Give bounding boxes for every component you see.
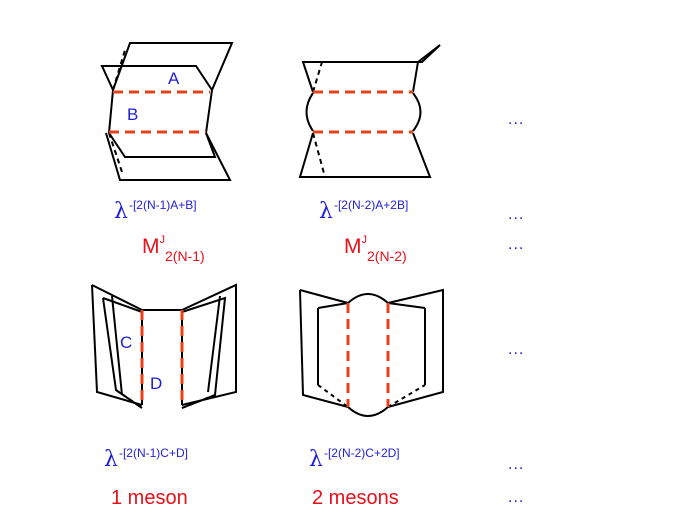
operator-col2: MJ 2(N-2) bbox=[344, 234, 407, 264]
left-sheet-back bbox=[299, 289, 349, 304]
diagram-top-left: A B bbox=[100, 42, 234, 181]
lambda-symbol: λ bbox=[319, 199, 333, 224]
dashed-edge-left bbox=[115, 389, 143, 409]
ellipsis-row1-diagram: ... bbox=[508, 111, 525, 128]
dashed-edge-upper bbox=[312, 61, 323, 93]
right-sheet-back bbox=[387, 288, 444, 408]
operator-base: M bbox=[344, 235, 362, 258]
ellipsis-row2-weight: ... bbox=[508, 456, 525, 473]
mid-right-sheet bbox=[207, 295, 221, 393]
lambda-symbol: λ bbox=[114, 199, 128, 224]
weight-exponent: -[2(N-1)C+D] bbox=[118, 446, 188, 460]
right-bulge bbox=[412, 92, 422, 132]
diagram-top-right bbox=[298, 44, 441, 178]
upper-right-flap bbox=[412, 44, 441, 93]
diagram-bottom-left: C D bbox=[91, 283, 237, 409]
sheet-upper bbox=[322, 44, 441, 63]
ellipsis-row1-operator: ... bbox=[508, 236, 525, 253]
outer-left-sheet bbox=[91, 284, 143, 406]
left-bulge bbox=[305, 92, 314, 132]
dashed-edge-upper bbox=[112, 49, 126, 91]
dashed-edge-left bbox=[317, 384, 349, 408]
weight-exponent: -[2(N-1)A+B] bbox=[128, 198, 197, 212]
operator-base: M bbox=[142, 235, 160, 258]
top-bulge bbox=[347, 293, 389, 304]
ellipsis-row1-weight: ... bbox=[508, 206, 525, 223]
lambda-symbol: λ bbox=[309, 447, 323, 472]
region-label-b: B bbox=[127, 105, 138, 124]
region-label-c: C bbox=[120, 333, 132, 352]
ellipsis-row2-meson: ... bbox=[508, 489, 525, 506]
lower-right-flap bbox=[412, 132, 432, 178]
weight-exponent: -[2(N-2)A+2B] bbox=[333, 198, 409, 212]
left-sheet-outline bbox=[299, 289, 349, 408]
top-flat-right bbox=[387, 302, 426, 309]
upper-left-flap bbox=[301, 61, 322, 93]
outer-right-sheet bbox=[181, 283, 237, 406]
weight-exponent: -[2(N-2)C+2D] bbox=[323, 446, 400, 460]
mid-left-sheet bbox=[111, 295, 123, 396]
ellipsis-row2-diagram: ... bbox=[508, 341, 525, 358]
top-flat-left bbox=[317, 302, 349, 309]
lower-left-flap bbox=[298, 132, 325, 178]
weight-row2-col1: λ-[2(N-1)C+D] bbox=[104, 446, 188, 472]
lambda-symbol: λ bbox=[104, 447, 118, 472]
left-top-edges bbox=[91, 284, 143, 313]
operator-superscript: J bbox=[159, 234, 166, 246]
dashed-edge-lower bbox=[312, 132, 326, 178]
lower-sheet-back bbox=[108, 132, 217, 158]
operator-subscript: 2(N-1) bbox=[165, 248, 205, 264]
region-label-a: A bbox=[168, 69, 180, 88]
weight-row2-col2: λ-[2(N-2)C+2D] bbox=[309, 446, 400, 472]
lower-sheet-front bbox=[105, 132, 232, 181]
meson-label-col1: 1 meson bbox=[111, 487, 188, 509]
meson-label-col2: 2 mesons bbox=[312, 487, 399, 509]
weight-row1-col1: λ-[2(N-1)A+B] bbox=[114, 198, 197, 224]
dashed-edge-lower bbox=[108, 132, 123, 173]
operator-col1: MJ 2(N-1) bbox=[142, 234, 205, 264]
region-label-d: D bbox=[150, 374, 162, 393]
operator-subscript: 2(N-2) bbox=[367, 248, 407, 264]
upper-sheet-front bbox=[100, 65, 213, 91]
dashed-edge-right bbox=[387, 384, 426, 408]
operator-superscript: J bbox=[361, 234, 368, 246]
central-cylinder-sides bbox=[108, 89, 213, 134]
bottom-bulge bbox=[347, 406, 389, 417]
dashed-edge-right bbox=[181, 394, 216, 409]
weight-row1-col2: λ-[2(N-2)A+2B] bbox=[319, 198, 409, 224]
diagram-bottom-right bbox=[299, 288, 444, 417]
